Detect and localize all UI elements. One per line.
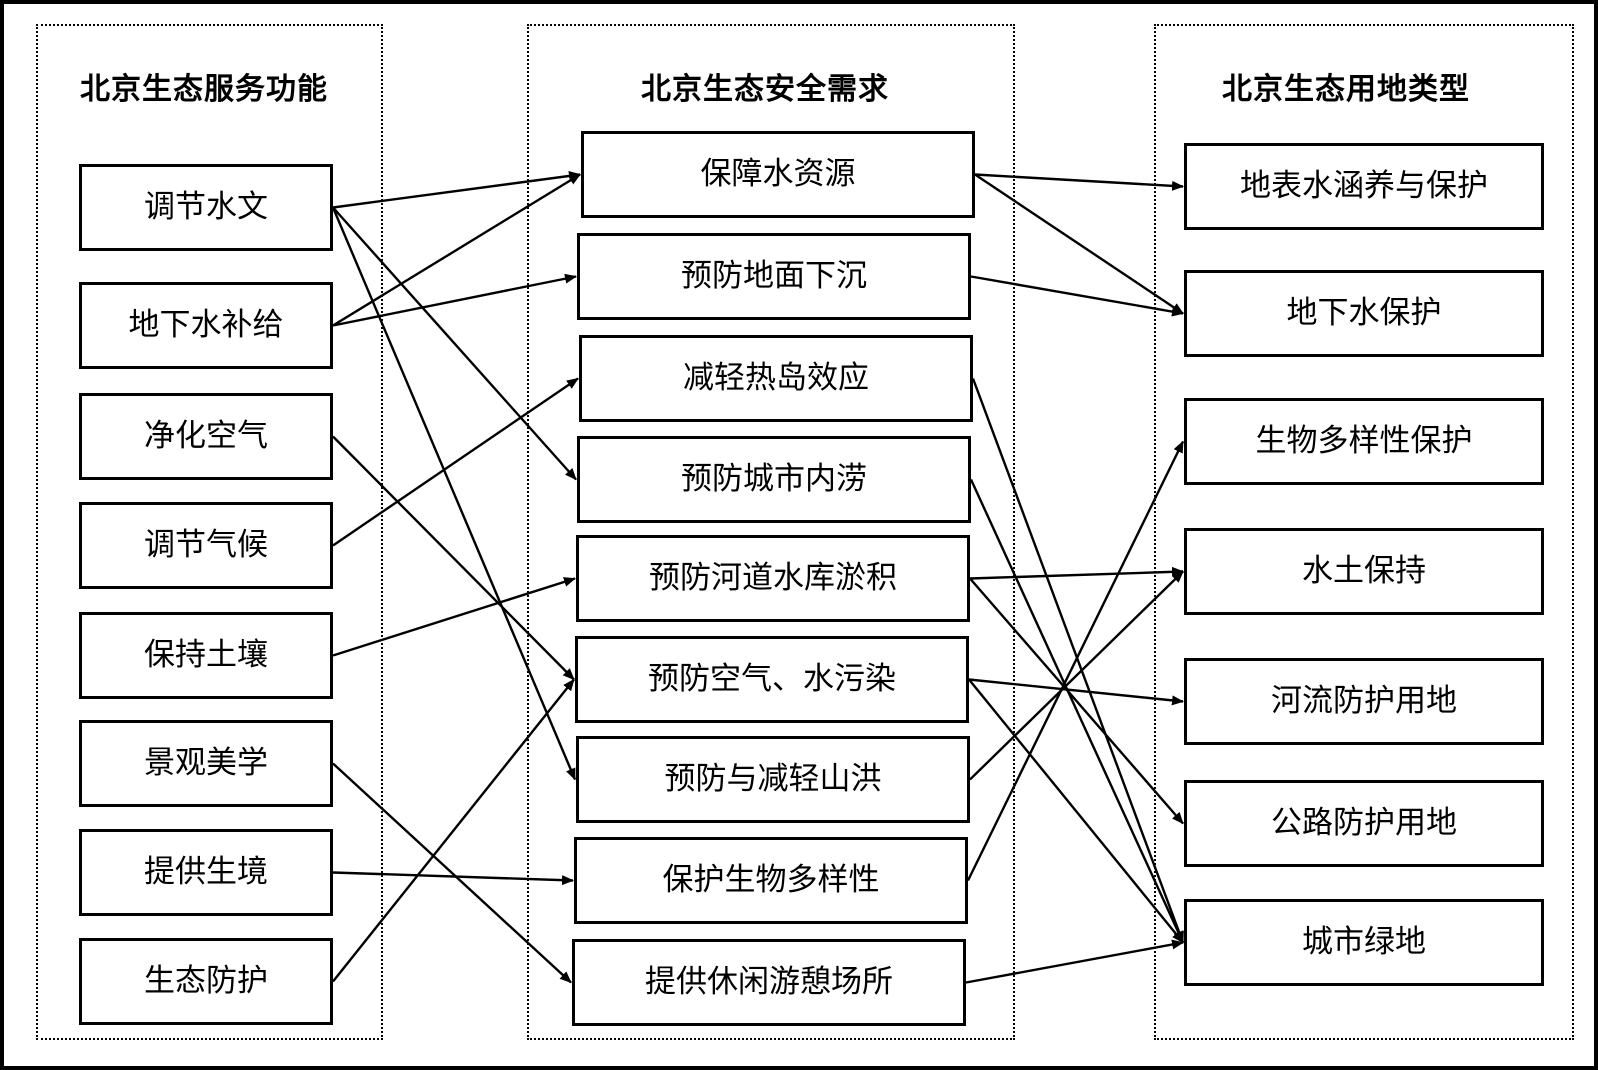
demand-box-recreation: 提供休闲游憩场所 <box>572 939 966 1026</box>
service-box-hydrology: 调节水文 <box>79 164 333 251</box>
service-box-landscape-aesthetics: 景观美学 <box>79 720 333 807</box>
service-box-air-purification: 净化空气 <box>79 393 333 480</box>
demand-box-urban-waterlogging: 预防城市内涝 <box>577 436 971 523</box>
demand-box-flash-flood: 预防与减轻山洪 <box>576 736 970 823</box>
demands-column-title: 北京生态安全需求 <box>641 72 889 107</box>
landuse-box-urban-green: 城市绿地 <box>1184 899 1544 986</box>
service-box-soil-retention: 保持土壤 <box>79 612 333 699</box>
demand-box-biodiversity-protection: 保护生物多样性 <box>574 837 968 924</box>
landuse-box-soil-water-conservation: 水土保持 <box>1184 528 1544 615</box>
landuse-box-road-buffer: 公路防护用地 <box>1184 780 1544 867</box>
demand-box-pollution-prevention: 预防空气、水污染 <box>575 636 969 723</box>
service-box-groundwater-recharge: 地下水补给 <box>79 282 333 369</box>
landuse-column-title: 北京生态用地类型 <box>1222 72 1470 107</box>
landuse-box-groundwater-protection: 地下水保护 <box>1184 270 1544 357</box>
landuse-box-biodiversity-conservation: 生物多样性保护 <box>1184 398 1544 485</box>
demand-box-heat-island: 减轻热岛效应 <box>579 335 973 422</box>
service-box-habitat-provision: 提供生境 <box>79 829 333 916</box>
services-column-title: 北京生态服务功能 <box>80 72 328 107</box>
service-box-climate-regulation: 调节气候 <box>79 502 333 589</box>
demand-box-land-subsidence: 预防地面下沉 <box>577 233 971 320</box>
demand-box-reservoir-siltation: 预防河道水库淤积 <box>576 535 970 622</box>
demand-box-water-security: 保障水资源 <box>581 131 975 218</box>
landuse-box-surface-water: 地表水涵养与保护 <box>1184 143 1544 230</box>
service-box-ecological-protection: 生态防护 <box>79 938 333 1025</box>
landuse-box-river-buffer: 河流防护用地 <box>1184 658 1544 745</box>
